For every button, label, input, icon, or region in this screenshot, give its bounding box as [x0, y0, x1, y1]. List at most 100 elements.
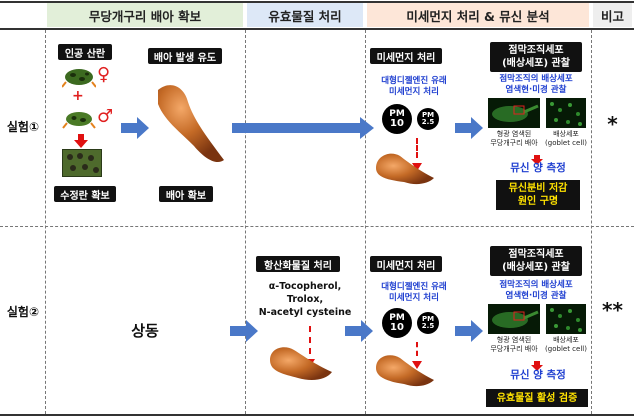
frog-male-image [62, 106, 96, 130]
antioxidant-line2: Trolox, [286, 294, 324, 305]
embryo-image-1 [150, 80, 230, 170]
pm-source-line2-2: 미세먼지 처리 [389, 293, 439, 303]
pm-source-line2: 미세먼지 처리 [389, 87, 439, 97]
header-pm-mucin: 미세먼지 처리 & 뮤신 분석 [406, 8, 550, 24]
note-exp1: * [607, 112, 618, 136]
rule-top [0, 1, 634, 3]
same-as-above: 상동 [131, 322, 159, 340]
pm-source-text-2: 대형디젤엔진 유래 미세먼지 처리 [366, 282, 462, 304]
result-box-1: 뮤신분비 저감 원인 구명 [496, 180, 580, 210]
rule-middle [0, 226, 634, 227]
col-separator-1 [45, 30, 46, 414]
pm10-bottom-2: 10 [390, 321, 404, 333]
pm10-bottom: 10 [390, 117, 404, 129]
pm10-top: PM [389, 108, 405, 119]
antioxidant-list: α-Tocopherol, Trolox, N-acetyl cysteine [250, 280, 360, 319]
red-dashed-arrow-1 [416, 138, 418, 158]
note-exp2: ** [602, 298, 623, 322]
goblet-cell-image-1 [546, 98, 586, 128]
pm10-badge-2: PM 10 [382, 308, 412, 338]
caption-left-line1: 형광 염색된 [496, 130, 532, 138]
pm25-badge-1: PM 2.5 [417, 108, 439, 130]
fluorescent-embryo-image-1 [488, 98, 540, 128]
observe-line2: (배상세포) 관찰 [502, 58, 570, 69]
label-fertilized-eggs: 수정란 확보 [54, 186, 116, 202]
embryo-image-3 [266, 336, 336, 390]
pm-source-line1-2: 대형디젤엔진 유래 [381, 282, 447, 292]
observe-sub-line1: 점막조직의 배상세포 [499, 74, 573, 84]
measure-mucin-1: 뮤신 양 측정 [510, 162, 566, 174]
flow-arrow-3 [230, 320, 258, 342]
label-antioxidant-treatment: 항산화물질 처리 [256, 256, 340, 272]
col-separator-3 [365, 30, 366, 414]
result-box-2: 유효물질 활성 검증 [486, 389, 588, 407]
label-induce-development: 배아 발생 유도 [148, 48, 222, 64]
goblet-cell-image-2 [546, 304, 586, 334]
pm-source-line1: 대형디젤엔진 유래 [381, 76, 447, 86]
flow-arrow-2 [455, 117, 483, 139]
red-down-arrow-exp2 [531, 356, 543, 371]
antioxidant-line1: α-Tocopherol, [268, 281, 342, 292]
flow-arrow-long [232, 117, 374, 139]
red-down-arrow [74, 133, 88, 148]
caption-goblet-cell-1: 배상세포 (goblet cell) [544, 130, 588, 148]
red-down-arrow-exp1 [531, 150, 543, 165]
pm25-badge-2: PM 2.5 [417, 312, 439, 334]
red-dashed-arrowhead-1 [412, 156, 422, 171]
header-bg-col4 [593, 3, 632, 27]
label-embryo-secured: 배아 확보 [159, 186, 213, 202]
label-observe-cells-2: 점막조직세포 (배상세포) 관찰 [490, 246, 582, 276]
header-treatment: 유효물질 처리 [268, 8, 342, 24]
observe-sub-line1-2: 점막조직의 배상세포 [499, 280, 573, 290]
header-note: 비고 [600, 8, 624, 24]
header-embryo: 무당개구리 배아 확보 [88, 8, 202, 24]
antioxidant-line3: N-acetyl cysteine [258, 307, 352, 318]
pm25-top: PM [421, 111, 435, 119]
result-line2: 원인 구명 [517, 196, 559, 207]
label-pm-treatment-2: 미세먼지 처리 [370, 256, 442, 272]
pm10-top-2: PM [389, 312, 405, 323]
caption-left-line1-2: 형광 염색된 [496, 336, 532, 344]
female-symbol: ♀ [97, 64, 111, 85]
caption-fluorescent-embryo-2: 형광 염색된 무당개구리 배아 [484, 336, 544, 354]
header-bg-col1 [47, 3, 243, 27]
embryo-image-2 [372, 140, 438, 196]
result-line1: 뮤신분비 저감 [508, 183, 568, 194]
observe-sub-line2: 염색현·미경 관찰 [505, 85, 567, 95]
col-separator-2 [245, 30, 246, 414]
fertilized-eggs-image [62, 149, 102, 177]
label-pm-treatment-1: 미세먼지 처리 [370, 48, 442, 64]
caption-goblet-cell-2: 배상세포 (goblet cell) [544, 336, 588, 354]
label-observe-cells-1: 점막조직세포 (배상세포) 관찰 [490, 42, 582, 72]
rule-header [0, 28, 634, 30]
caption-right-line2: (goblet cell) [545, 139, 587, 147]
flow-arrow-4 [345, 320, 373, 342]
caption-right-line2-2: (goblet cell) [545, 345, 587, 353]
flow-arrow-5 [455, 320, 483, 342]
caption-left-line2: 무당개구리 배아 [490, 139, 538, 147]
pm25-bottom-2: 2.5 [421, 322, 435, 330]
red-dashed-arrow-2 [309, 326, 311, 354]
plus-sign: + [72, 88, 84, 104]
observe-sub-line2-2: 염색현·미경 관찰 [505, 291, 567, 301]
caption-fluorescent-embryo-1: 형광 염색된 무당개구리 배아 [484, 130, 544, 148]
col-separator-4 [591, 30, 592, 414]
embryo-image-4 [372, 344, 438, 396]
observe-line1: 점막조직세포 [508, 45, 564, 56]
observe-sub-text-1: 점막조직의 배상세포 염색현·미경 관찰 [484, 74, 588, 96]
observe-sub-text-2: 점막조직의 배상세포 염색현·미경 관찰 [484, 280, 588, 302]
pm25-top-2: PM [421, 315, 435, 323]
pm25-bottom: 2.5 [421, 118, 435, 126]
row-label-exp1: 실험① [6, 120, 40, 134]
measure-mucin-2: 뮤신 양 측정 [510, 369, 566, 381]
observe-line1-2: 점막조직세포 [508, 249, 564, 260]
header-bg-col2 [247, 3, 363, 27]
observe-line2-2: (배상세포) 관찰 [502, 262, 570, 273]
label-artificial-spawning: 인공 산란 [58, 44, 112, 60]
header-bg-col3 [367, 3, 589, 27]
frog-female-image [61, 64, 97, 88]
row-label-exp2: 실험② [6, 305, 40, 319]
male-symbol: ♂ [97, 106, 114, 127]
caption-right-line1: 배상세포 [553, 130, 579, 138]
